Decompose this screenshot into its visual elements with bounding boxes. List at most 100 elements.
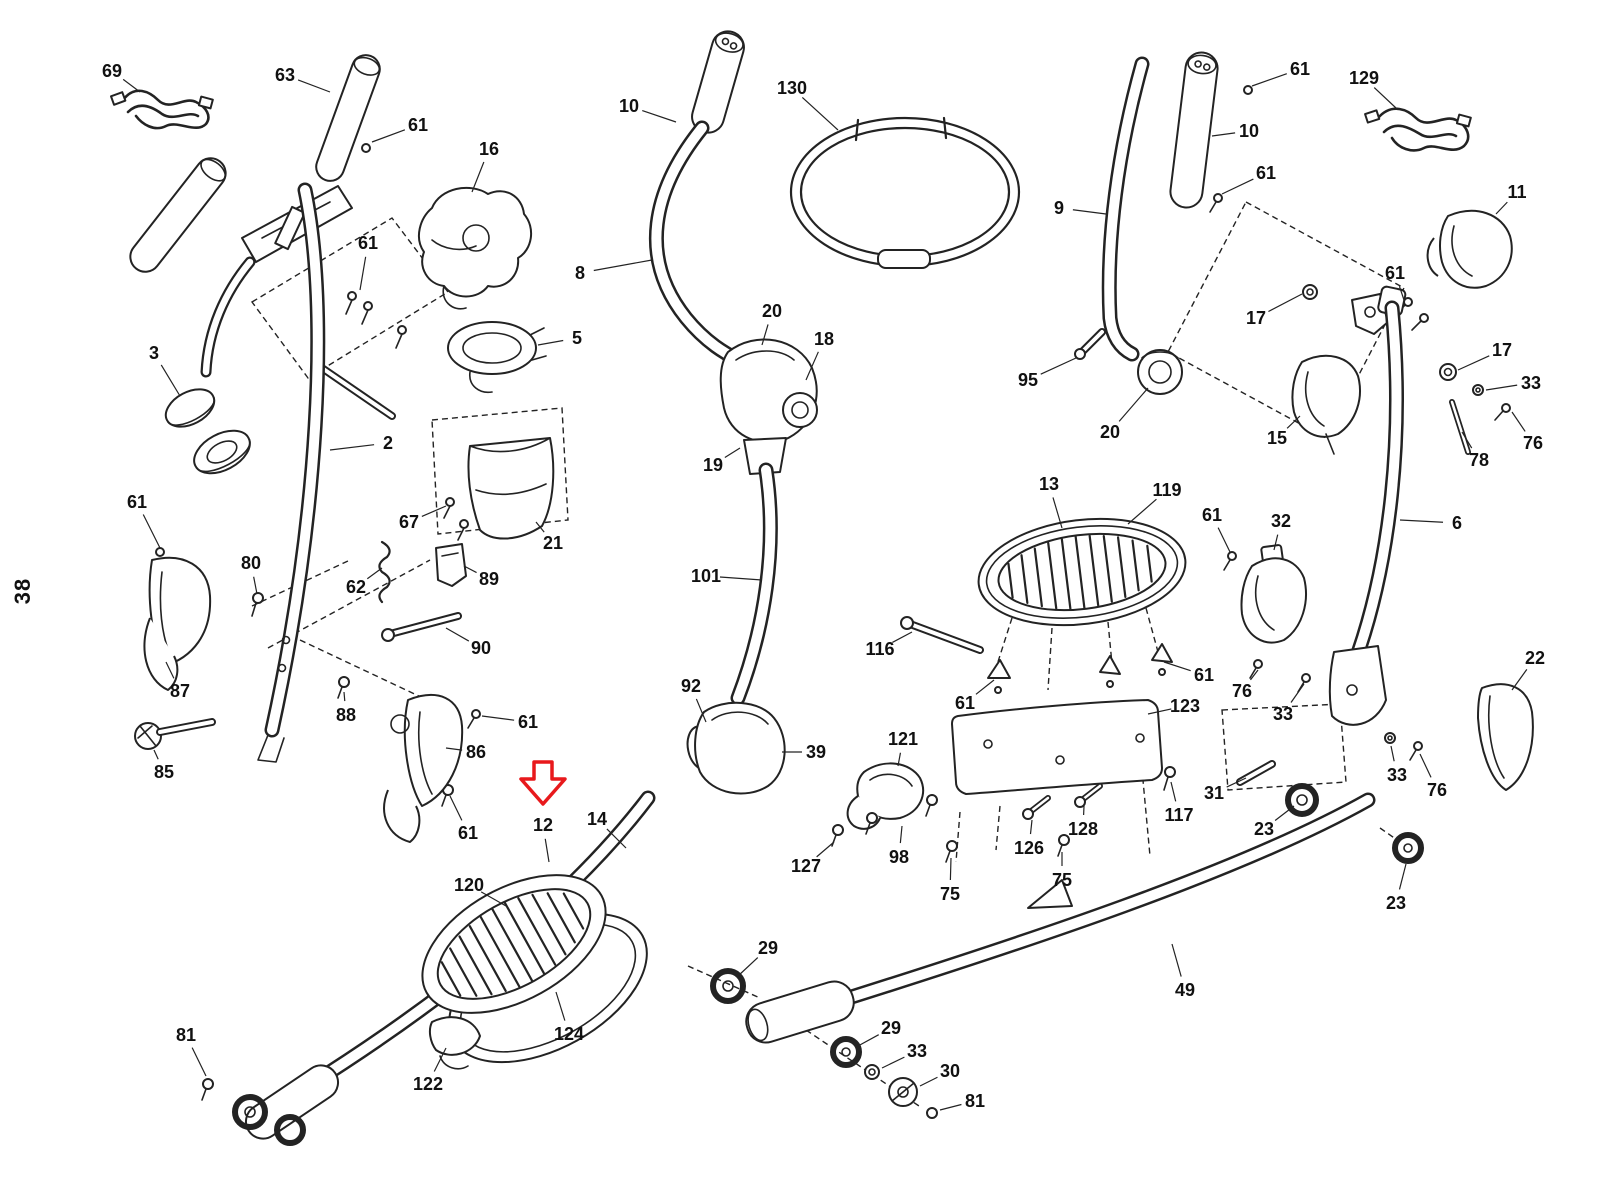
leader-line bbox=[1286, 415, 1301, 429]
part-label-63: 63 bbox=[275, 65, 295, 85]
leader-line bbox=[1118, 387, 1149, 422]
part-label-61: 61 bbox=[955, 693, 975, 713]
leader-line bbox=[1268, 293, 1303, 313]
leader-line bbox=[471, 161, 485, 193]
part-label-62: 62 bbox=[346, 577, 366, 597]
part-122-bracket bbox=[428, 1016, 481, 1070]
leader-line bbox=[421, 505, 447, 517]
leader-line bbox=[899, 825, 903, 844]
part-label-126: 126 bbox=[1014, 838, 1044, 858]
part-label-12: 12 bbox=[533, 815, 553, 835]
part-label-61: 61 bbox=[518, 712, 538, 732]
part-22-shield bbox=[1477, 683, 1534, 791]
leader-line bbox=[1274, 805, 1295, 821]
leader-line bbox=[253, 576, 258, 595]
leader-line bbox=[555, 991, 566, 1021]
part-21-cup bbox=[467, 437, 555, 540]
leader-line bbox=[881, 1056, 905, 1069]
part-label-17: 17 bbox=[1246, 308, 1266, 328]
part-label-86: 86 bbox=[466, 742, 486, 762]
part-32-bracket bbox=[1240, 544, 1307, 644]
part-10-grip-center bbox=[691, 30, 745, 134]
leader-line bbox=[1147, 708, 1172, 715]
center-handlebar bbox=[648, 30, 818, 795]
part-label-5: 5 bbox=[572, 328, 582, 348]
leader-line bbox=[1040, 357, 1077, 375]
part-label-10: 10 bbox=[619, 96, 639, 116]
dashed-line bbox=[299, 639, 441, 707]
part-label-61: 61 bbox=[1256, 163, 1276, 183]
dashed-box-left bbox=[250, 217, 450, 379]
leader-line bbox=[481, 715, 515, 721]
leader-line bbox=[695, 698, 707, 723]
screws-67 bbox=[443, 497, 469, 541]
leader-line bbox=[371, 129, 406, 143]
leader-line bbox=[449, 795, 463, 821]
screw-61 bbox=[1213, 193, 1223, 203]
leader-line bbox=[975, 679, 995, 695]
leader-line bbox=[606, 828, 627, 849]
leader-line bbox=[1390, 745, 1395, 762]
leader-line bbox=[463, 565, 477, 574]
right-lower-hardware bbox=[1163, 544, 1534, 864]
part-3-caps bbox=[164, 388, 251, 475]
part-label-129: 129 bbox=[1349, 68, 1379, 88]
part-label-69: 69 bbox=[102, 61, 122, 81]
part-label-31: 31 bbox=[1204, 783, 1224, 803]
leader-line bbox=[445, 627, 470, 642]
part-20-spacer bbox=[1137, 349, 1183, 395]
part-label-61: 61 bbox=[358, 233, 378, 253]
leader-line bbox=[535, 521, 545, 533]
part-label-15: 15 bbox=[1267, 428, 1287, 448]
pedal-mount-hardware bbox=[900, 616, 1173, 694]
part-label-33: 33 bbox=[1521, 373, 1541, 393]
screw-61 bbox=[1227, 551, 1237, 561]
leader-line bbox=[1211, 132, 1236, 137]
part-label-90: 90 bbox=[471, 638, 491, 658]
part-label-121: 121 bbox=[888, 729, 918, 749]
dashed-line bbox=[995, 617, 1013, 669]
part-label-33: 33 bbox=[1273, 704, 1293, 724]
part-label-61: 61 bbox=[408, 115, 428, 135]
part-label-75: 75 bbox=[940, 884, 960, 904]
part-18-19-20-joint bbox=[719, 338, 818, 475]
leader-line bbox=[805, 351, 819, 381]
part-10-grip-right bbox=[1169, 51, 1219, 209]
part-label-76: 76 bbox=[1523, 433, 1543, 453]
part-label-49: 49 bbox=[1175, 980, 1195, 1000]
part-label-95: 95 bbox=[1018, 370, 1038, 390]
part-label-61: 61 bbox=[458, 823, 478, 843]
part-label-85: 85 bbox=[154, 762, 174, 782]
leader-line bbox=[724, 447, 741, 459]
part-63-grip bbox=[315, 54, 381, 182]
leader-line bbox=[1290, 683, 1305, 703]
dashed-box-cup bbox=[431, 407, 569, 535]
part-label-22: 22 bbox=[1525, 648, 1545, 668]
part-label-29: 29 bbox=[881, 1018, 901, 1038]
part-label-119: 119 bbox=[1152, 480, 1181, 500]
part-label-33: 33 bbox=[907, 1041, 927, 1061]
leader-line bbox=[1221, 178, 1254, 195]
part-label-6: 6 bbox=[1452, 513, 1462, 533]
part-label-130: 130 bbox=[777, 78, 807, 98]
part-label-122: 122 bbox=[413, 1074, 443, 1094]
screw-61 bbox=[361, 143, 371, 153]
dashed-line bbox=[995, 805, 1001, 851]
part-label-18: 18 bbox=[814, 329, 834, 349]
leader-line bbox=[1373, 87, 1397, 109]
part-label-13: 13 bbox=[1039, 474, 1059, 494]
leader-line bbox=[544, 838, 550, 863]
part-label-30: 30 bbox=[940, 1061, 960, 1081]
leader-line bbox=[949, 857, 952, 881]
leader-line bbox=[122, 78, 141, 93]
dashed-line bbox=[1139, 747, 1151, 857]
leader-line bbox=[366, 567, 383, 580]
part-85-knob-bolt bbox=[134, 718, 216, 750]
dashed-line bbox=[805, 1029, 923, 1109]
leader-line bbox=[1226, 777, 1247, 788]
part-label-87: 87 bbox=[170, 681, 190, 701]
part-80-bolt bbox=[252, 592, 264, 604]
leader-line bbox=[1163, 661, 1191, 672]
